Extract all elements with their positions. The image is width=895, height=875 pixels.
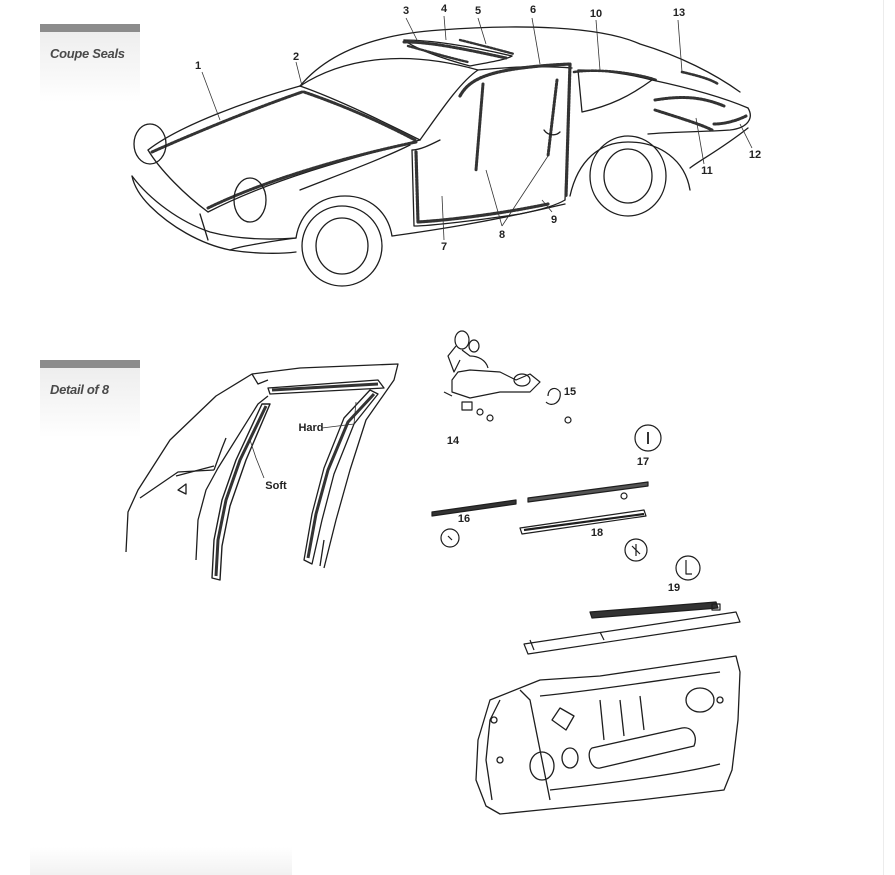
car-callout-11: 11 xyxy=(701,165,713,177)
car-callout-4: 4 xyxy=(441,3,448,15)
part-callout-14: 14 xyxy=(447,435,460,447)
part-callout-17: 17 xyxy=(637,456,649,468)
car-callout-8: 8 xyxy=(499,229,505,241)
car-callout-12: 12 xyxy=(749,149,761,161)
bottom-strip xyxy=(30,847,292,875)
section-tab-coupe-seals: Coupe Seals xyxy=(40,24,140,102)
part-callout-16: 16 xyxy=(458,513,470,525)
door-frame-detail xyxy=(125,363,399,581)
tab-bar xyxy=(40,24,140,32)
lock-assembly xyxy=(443,330,572,424)
section-title-detail-of-8: Detail of 8 xyxy=(50,382,109,397)
part-callout-15: 15 xyxy=(564,386,576,398)
car-callout-leaders xyxy=(201,15,753,241)
car-callout-9: 9 xyxy=(551,214,557,226)
detail-label-hard: Hard xyxy=(298,422,323,434)
car-callout-1: 1 xyxy=(195,60,201,72)
section-tab-detail-of-8: Detail of 8 xyxy=(40,360,140,438)
part-callout-18: 18 xyxy=(591,527,603,539)
car-callout-5: 5 xyxy=(475,5,481,17)
car-callout-3: 3 xyxy=(403,5,409,17)
door-panel xyxy=(475,655,741,815)
right-rule xyxy=(883,0,884,875)
tab-bar xyxy=(40,360,140,368)
section-title-coupe-seals: Coupe Seals xyxy=(50,46,125,61)
window-sill-parts xyxy=(523,601,741,655)
detail-label-soft: Soft xyxy=(265,480,287,492)
part-callout-19: 19 xyxy=(668,582,680,594)
car-callout-7: 7 xyxy=(441,241,447,253)
car-callout-2: 2 xyxy=(293,51,299,63)
car-callout-6: 6 xyxy=(530,4,536,16)
car-illustration xyxy=(131,26,751,287)
car-callout-10: 10 xyxy=(590,8,602,20)
car-callout-13: 13 xyxy=(673,7,685,19)
trim-strips xyxy=(431,424,701,581)
